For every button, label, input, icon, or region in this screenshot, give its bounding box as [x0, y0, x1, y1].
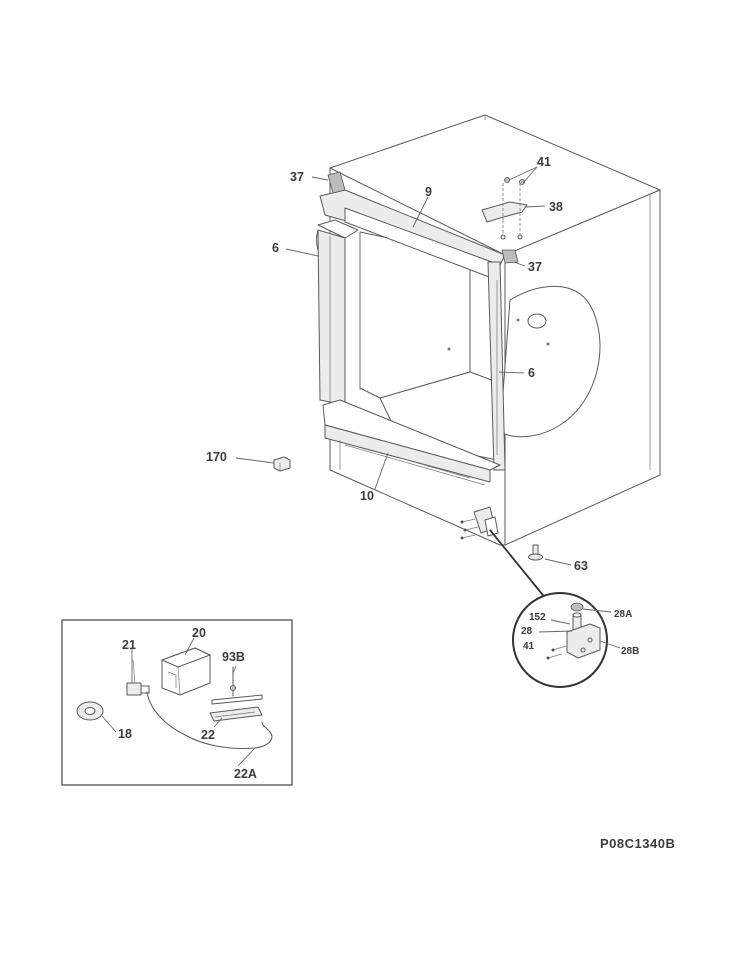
- label-170: 170: [206, 450, 227, 464]
- bottom-rail-part-10: [322, 399, 501, 486]
- label-41-detail: 41: [523, 641, 535, 652]
- left-rail-part-6: [316, 219, 359, 406]
- label-38: 38: [549, 200, 563, 214]
- inset-frame: [61, 619, 293, 786]
- part-18-knob: [76, 701, 104, 721]
- door-frame-part-9: [319, 189, 506, 471]
- part-93b-screw: [230, 666, 236, 697]
- label-63: 63: [574, 559, 588, 573]
- label-21: 21: [122, 638, 136, 652]
- part-22-switch-plate: [209, 694, 263, 722]
- hinge-cover-37-right: [501, 249, 519, 264]
- part-170-clip: [273, 456, 291, 472]
- label-41-top: 41: [537, 155, 551, 169]
- part-20-cover: [161, 647, 211, 696]
- label-28b: 28B: [621, 646, 639, 657]
- label-93b: 93B: [222, 650, 245, 664]
- part-21-light-socket: [126, 659, 150, 696]
- top-hinge-bracket-38: [481, 183, 528, 240]
- side-panel-bulge: [499, 285, 601, 438]
- label-10: 10: [360, 489, 374, 503]
- label-9: 9: [425, 185, 432, 199]
- label-37-right: 37: [528, 260, 542, 274]
- hinge-detail-circle: [512, 592, 608, 688]
- label-22: 22: [201, 728, 215, 742]
- label-37-top: 37: [290, 170, 304, 184]
- label-28a: 28A: [614, 609, 632, 620]
- part-labels: 37 9 41 38 6 37 6 170 10 63 152 28A 28 4…: [118, 155, 639, 781]
- label-6-right: 6: [528, 366, 535, 380]
- label-28: 28: [521, 626, 533, 637]
- leveling-leg-63: [528, 544, 543, 561]
- label-18: 18: [118, 727, 132, 741]
- drawing-id: P08C1340B: [600, 836, 675, 851]
- leader-lines: [101, 166, 621, 767]
- label-6-left: 6: [272, 241, 279, 255]
- screws-41-top: [504, 177, 525, 185]
- label-22a: 22A: [234, 767, 257, 781]
- hinge-cover-37-top: [327, 171, 346, 194]
- label-152: 152: [529, 612, 546, 623]
- label-20: 20: [192, 626, 206, 640]
